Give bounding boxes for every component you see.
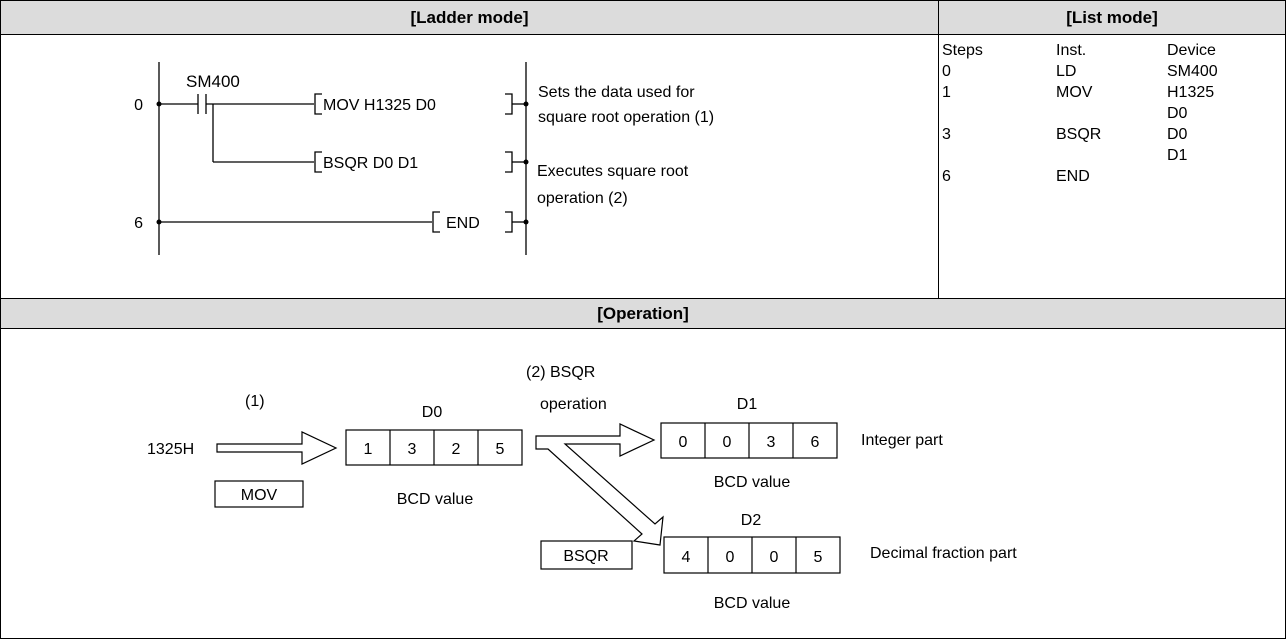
comment-1-line1: Sets the data used for (538, 84, 695, 101)
mov-box-label: MOV (241, 487, 278, 504)
d2-digit-4: 5 (814, 549, 823, 566)
d1-digit-3: 3 (767, 434, 776, 451)
d1-digit-4: 6 (811, 434, 820, 451)
instruction-mov: MOV H1325 D0 (323, 97, 436, 114)
list-step: 1 (942, 84, 951, 101)
comment-2-line2: operation (2) (537, 190, 628, 207)
d0-digit-3: 2 (452, 441, 461, 458)
list-device: D0 (1167, 105, 1188, 122)
list-device: SM400 (1167, 63, 1218, 80)
d1-note: Integer part (861, 432, 943, 449)
d2-digit-2: 0 (726, 549, 735, 566)
bsqr-arrows (535, 423, 664, 546)
list-row: D1 (942, 145, 1282, 166)
contact-label: SM400 (186, 72, 240, 91)
list-device: H1325 (1167, 84, 1215, 101)
mov-box (214, 480, 304, 508)
ladder-dots (156, 101, 529, 225)
list-step: 3 (942, 126, 951, 143)
list-device: D1 (1167, 147, 1188, 164)
instruction-end: END (446, 215, 480, 232)
ladder-step-6: 6 (134, 215, 143, 232)
list-inst: LD (1056, 63, 1077, 80)
d0-digit-2: 3 (408, 441, 417, 458)
list-header-row: Steps Inst. Device (942, 40, 1282, 61)
d1-caption: BCD value (714, 474, 791, 491)
list-step: 6 (942, 168, 951, 185)
mov-arrow (216, 431, 338, 465)
ladder-step-0: 0 (134, 97, 143, 114)
step-1-label: (1) (245, 393, 265, 410)
list-inst: END (1056, 168, 1090, 185)
d1-digit-1: 0 (679, 434, 688, 451)
source-value: 1325H (147, 441, 194, 458)
step-2-label-line1: (2) BSQR (526, 364, 595, 381)
d2-note: Decimal fraction part (870, 545, 1017, 562)
list-mode-header: [List mode] (939, 1, 1285, 34)
list-row: 0 LD SM400 (942, 61, 1282, 82)
list-row: 1 MOV H1325 (942, 82, 1282, 103)
comment-2-line1: Executes square root (537, 163, 689, 180)
list-step: 0 (942, 63, 951, 80)
list-col-device: Device (1167, 42, 1216, 59)
list-col-steps: Steps (942, 42, 983, 59)
d0-caption: BCD value (397, 491, 474, 508)
list-mode-table: Steps Inst. Device 0 LD SM400 1 MOV H132… (942, 40, 1282, 187)
d1-register (660, 422, 838, 459)
bsqr-box-label: BSQR (563, 548, 608, 565)
d2-digit-1: 4 (682, 549, 691, 566)
d2-label: D2 (741, 512, 762, 529)
step-2-label-line2: operation (540, 396, 607, 413)
comment-1-line2: square root operation (1) (538, 109, 714, 126)
instruction-bsqr: BSQR D0 D1 (323, 155, 418, 172)
d0-label: D0 (422, 404, 443, 421)
list-inst: BSQR (1056, 126, 1102, 143)
d0-digit-1: 1 (364, 441, 373, 458)
list-row: D0 (942, 103, 1282, 124)
ladder-mode-header: [Ladder mode] (1, 1, 938, 34)
d2-register (663, 536, 841, 574)
d2-digit-3: 0 (770, 549, 779, 566)
d0-digit-4: 5 (496, 441, 505, 458)
operation-header: [Operation] (1, 299, 1285, 328)
bsqr-box (540, 540, 633, 570)
list-row: 3 BSQR D0 (942, 124, 1282, 145)
list-inst: MOV (1056, 84, 1093, 101)
list-col-inst: Inst. (1056, 42, 1087, 59)
d1-digit-2: 0 (723, 434, 732, 451)
d0-register (345, 429, 523, 466)
d2-caption: BCD value (714, 595, 791, 612)
d1-label: D1 (737, 396, 758, 413)
list-row: 6 END (942, 166, 1282, 187)
list-device: D0 (1167, 126, 1188, 143)
